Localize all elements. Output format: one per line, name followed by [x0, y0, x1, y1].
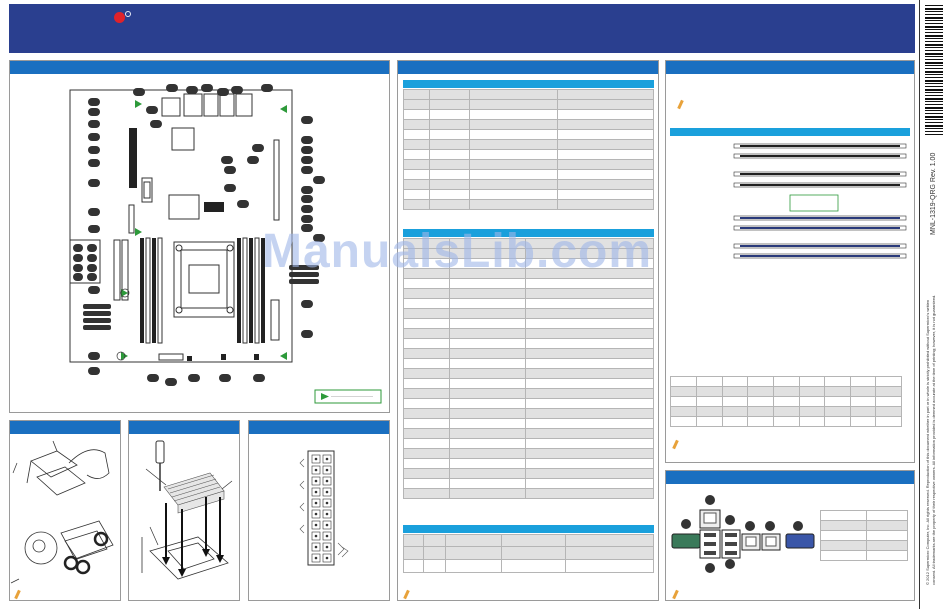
dimm-right-1 [237, 238, 241, 343]
pcie-slot-2 [121, 239, 129, 301]
registered-mark-icon [125, 11, 131, 17]
arrow-marker-1 [135, 100, 142, 108]
chip-small-1 [204, 202, 214, 212]
legal-notice-2: consent. All trademarks are the property… [931, 294, 936, 585]
dimm-right-3 [249, 238, 253, 343]
heatsink-install-diagram [141, 440, 233, 580]
callouts-inner [221, 144, 264, 208]
arrow-marker-5 [121, 352, 128, 360]
callouts-left [88, 98, 100, 375]
dimm-right-2 [242, 237, 248, 344]
rear-io-com [161, 97, 181, 117]
vga-port-icon [785, 533, 815, 549]
dimm-left-3 [152, 238, 156, 343]
arrow-marker-6 [280, 352, 287, 360]
dimm-left-1 [140, 238, 144, 343]
processor-install-diagram [10, 440, 114, 584]
jumpers-table-header [403, 80, 654, 88]
left-header [128, 204, 135, 234]
dimm-slot-diagram [733, 143, 907, 259]
pcie-slot-1 [113, 239, 121, 301]
bottom-connector [158, 353, 184, 361]
panel-header [666, 471, 914, 484]
header-bar [9, 4, 915, 53]
panel-processor-install [9, 420, 121, 601]
panel-header [10, 61, 389, 74]
panel-header [398, 61, 658, 74]
jumpers-table [403, 89, 654, 210]
header-pin-dots [314, 457, 329, 560]
leds-table-header [403, 525, 654, 533]
callouts-top [133, 84, 273, 128]
barcode [925, 5, 943, 135]
dimm-right-5 [261, 238, 265, 343]
dimm-left-4 [157, 237, 163, 344]
panel-header [10, 421, 120, 434]
panel-header [249, 421, 389, 434]
rear-io-diagram [671, 495, 815, 573]
screwdriver-icon [155, 440, 165, 491]
dimm-left-2 [145, 237, 151, 344]
rear-io-usb [183, 93, 203, 117]
arrow-marker-4 [121, 289, 128, 297]
bmc-chip [171, 127, 195, 151]
brand-logo-icon [114, 12, 125, 23]
leds-table [403, 534, 654, 573]
arrow-marker-3 [135, 228, 142, 236]
arrow-marker-2 [280, 105, 287, 113]
memory-sub-header [670, 128, 910, 136]
chip-small-2 [214, 202, 224, 212]
dimm-slots-upper [733, 143, 907, 188]
connectors-table [403, 238, 654, 499]
dimm-slots-lower [733, 215, 907, 259]
rear-io-vga [235, 93, 253, 117]
panel-header [666, 61, 914, 74]
front-panel-header-diagram [299, 450, 349, 566]
pch-chip [168, 194, 200, 220]
callouts-right [289, 116, 325, 338]
right-header-strip [273, 139, 280, 221]
watermark-text: ManualsLib.com [262, 225, 653, 278]
connectors-table-header [403, 229, 654, 237]
callouts-left-dimm [83, 304, 111, 330]
document-number: MNL-1319-QRG Rev. 1.00 [930, 152, 937, 235]
left-slot [129, 128, 137, 188]
dimm-right-4 [254, 237, 260, 344]
motherboard-diagram [69, 84, 382, 404]
legend-arrow-icon [321, 393, 329, 400]
io-legend-table [820, 510, 908, 561]
callouts-bottom [147, 374, 265, 386]
dimm-label-box [789, 194, 839, 212]
memory-population-table [670, 376, 902, 427]
rear-io-lan-2 [219, 93, 235, 117]
right-power-connector [270, 299, 280, 341]
com-port-icon [671, 533, 701, 549]
panel-header [129, 421, 239, 434]
left-block-callouts [69, 239, 101, 284]
legal-notice-1: © 2012 Supermicro Computer, Inc. All rig… [925, 299, 930, 585]
rear-io-lan [203, 93, 219, 117]
